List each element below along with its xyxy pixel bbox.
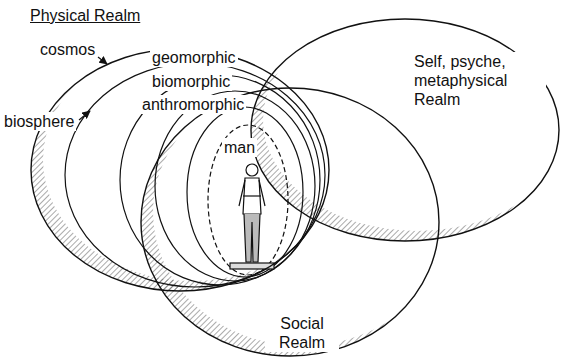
label-holder: anthromorphic xyxy=(140,95,246,114)
anthromorphic-ellipse xyxy=(187,107,303,277)
geomorphic-ellipse xyxy=(120,75,320,285)
biomorphic-ellipse xyxy=(155,91,315,281)
label-holder: cosmos xyxy=(38,40,97,59)
leader-arrow xyxy=(98,57,107,64)
realm-label: Self, psyche, metaphysical Realm xyxy=(412,52,546,109)
label-holder: geomorphic xyxy=(150,48,238,67)
biosphere-ellipse xyxy=(65,63,325,287)
sphere-outline xyxy=(31,49,329,291)
realm-part-label: cosmos xyxy=(38,40,97,59)
label-holder: biomorphic xyxy=(150,72,232,91)
sphere-shading xyxy=(251,9,571,241)
realm-label: Social Realm xyxy=(265,314,339,352)
sphere-outline xyxy=(251,19,559,241)
leader-arrow xyxy=(79,111,90,120)
sphere-shading xyxy=(141,78,451,356)
self-realm-sphere: Self, psyche, metaphysical Realm xyxy=(250,18,560,242)
social-realm-sphere: Social Realm xyxy=(140,87,440,357)
sphere-shading xyxy=(31,39,341,291)
realm-part-label: biosphere xyxy=(2,112,76,131)
realm-label: Physical Realm xyxy=(28,6,142,25)
realm-part-label: anthromorphic xyxy=(140,95,246,114)
realm-part-label: biomorphic xyxy=(150,72,232,91)
sphere-outline xyxy=(141,88,439,356)
realm-part-label: man xyxy=(222,138,257,157)
realm-part-label: geomorphic xyxy=(150,48,238,67)
man-ellipse xyxy=(208,125,288,275)
label-holder: biosphere xyxy=(2,112,76,131)
label-holder: man xyxy=(222,138,257,157)
